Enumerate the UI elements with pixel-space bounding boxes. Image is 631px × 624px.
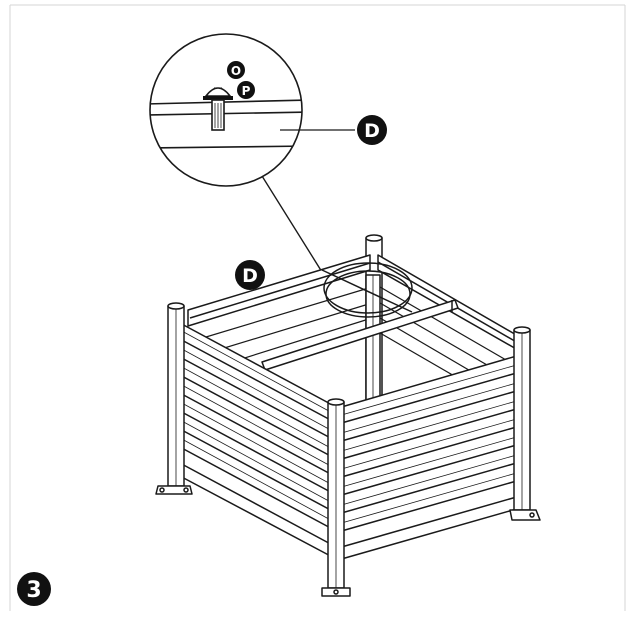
panel-frame — [9, 4, 626, 611]
back-panel — [187, 254, 371, 327]
callout-badge-O: O — [227, 61, 245, 79]
callout-label-D-detail: D — [364, 120, 380, 142]
screw-icon — [203, 87, 233, 131]
callout-label-O: O — [231, 64, 241, 78]
callout-badge-D-detail: D — [357, 115, 387, 145]
callout-badge-D-main: D — [235, 260, 265, 290]
callout-label-P: P — [242, 84, 251, 98]
post-front-center — [321, 398, 351, 597]
cross-brace-bar — [261, 299, 459, 371]
raised-garden-bed — [155, 234, 541, 597]
post-front-right — [509, 326, 541, 521]
detail-magnifier — [149, 33, 355, 187]
support-ring — [321, 262, 413, 318]
callout-badge-P: P — [237, 81, 255, 99]
callout-label-D-main: D — [242, 265, 258, 287]
detail-rail-section — [150, 99, 302, 149]
step-number-badge: 3 — [17, 572, 51, 606]
front-right-panel — [337, 354, 521, 561]
front-left-panel — [177, 321, 339, 561]
detail-leader-line — [261, 175, 323, 273]
post-front-left — [155, 302, 193, 495]
center-support-pole — [365, 274, 381, 411]
step-number: 3 — [26, 578, 41, 603]
